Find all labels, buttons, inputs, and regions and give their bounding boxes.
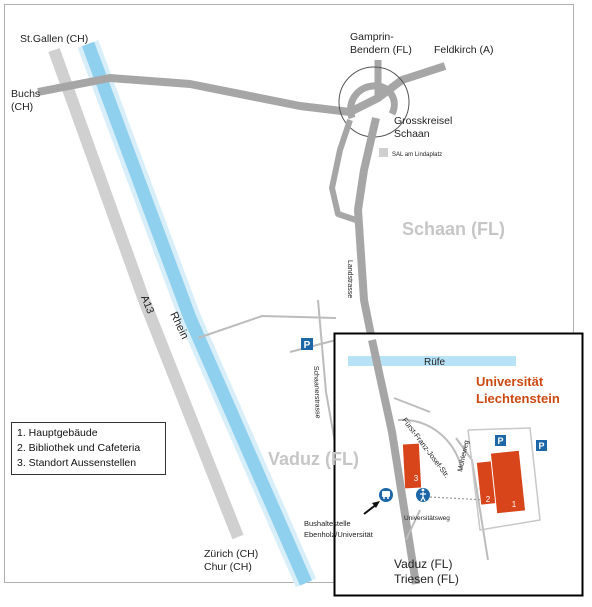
bus-stop-label-1: Bushaltestelle — [304, 519, 351, 528]
university-name-line2: Liechtenstein — [476, 391, 560, 406]
label-vaduz-triesen-1: Vaduz (FL) — [394, 557, 452, 571]
university-name-line1: Universität — [476, 374, 544, 389]
label-grosskreisel-1: Grosskreisel — [394, 115, 452, 127]
legend-item-aussenstellen: 3. Standort Aussenstellen — [17, 457, 137, 469]
label-schaan: Schaan (FL) — [402, 219, 505, 239]
legend-box: 1. Hauptgebäude 2. Bibliothek und Cafete… — [11, 422, 166, 475]
label-grosskreisel-2: Schaan — [394, 128, 430, 140]
sal-marker — [379, 148, 388, 157]
fuerst-franz-josef-road — [397, 418, 463, 471]
bus-stop-icon — [379, 488, 393, 502]
label-ruefe: Rüfe — [424, 357, 446, 368]
legend-item-bibliothek: 2. Bibliothek und Cafeteria — [17, 442, 141, 454]
building-2-number: 2 — [486, 495, 491, 504]
bus-stop-arrow-head — [372, 501, 380, 508]
inset-campus-loop — [467, 427, 541, 531]
label-st-gallen: St.Gallen (CH) — [20, 33, 88, 45]
bus-stop-label-2: Ebenholz/Universität — [304, 530, 374, 539]
label-gamprin-1: Gamprin- — [350, 31, 394, 43]
inset-road-b — [405, 509, 421, 541]
buchs-feldkirch-road — [37, 62, 447, 116]
label-landstrasse: Landstrasse — [346, 260, 353, 298]
label-buchs-2: (CH) — [11, 101, 33, 113]
inset-landstrasse — [368, 339, 420, 585]
minor-road-1 — [197, 314, 337, 339]
svg-text:P: P — [497, 436, 503, 446]
parking-icon-campus-2: P — [536, 440, 547, 451]
label-chur: Chur (CH) — [204, 561, 252, 573]
label-schaanerstrasse: Schaanerstrasse — [312, 366, 321, 419]
label-vaduz: Vaduz (FL) — [268, 449, 359, 469]
ruefe-stream — [348, 356, 516, 366]
parking-icon-campus-1: P — [495, 435, 506, 446]
svg-text:P: P — [538, 441, 544, 451]
rhein-river-core — [81, 41, 312, 586]
pedestrian-icon — [416, 488, 430, 502]
building-1-number: 1 — [512, 500, 517, 509]
label-universitaetsweg: Universitätsweg — [404, 515, 450, 522]
schaan-branch-road — [329, 119, 357, 223]
parking-icon-schaanerstrasse: P — [301, 338, 313, 351]
label-vaduz-triesen-2: Triesen (FL) — [394, 572, 459, 586]
building-1 — [490, 450, 526, 514]
a13-highway — [48, 47, 244, 540]
schaanerstrasse-road — [317, 299, 337, 449]
building-2 — [476, 461, 496, 505]
inset-road-a — [393, 397, 431, 413]
label-buchs-1: Buchs — [11, 88, 40, 100]
label-zurich: Zürich (CH) — [204, 548, 258, 560]
building-3 — [402, 443, 422, 489]
roundabout-ring — [347, 82, 398, 120]
label-gamprin-2: Bendern (FL) — [350, 44, 412, 56]
svg-text:P: P — [304, 340, 311, 351]
campus-inset — [333, 332, 584, 597]
label-sal: SAL am Lindaplatz — [392, 152, 442, 158]
building-3-number: 3 — [414, 474, 419, 483]
legend-item-hauptgebaeude: 1. Hauptgebäude — [17, 427, 98, 439]
universitaetsweg-path — [429, 496, 487, 501]
label-feldkirch: Feldkirch (A) — [434, 44, 494, 56]
